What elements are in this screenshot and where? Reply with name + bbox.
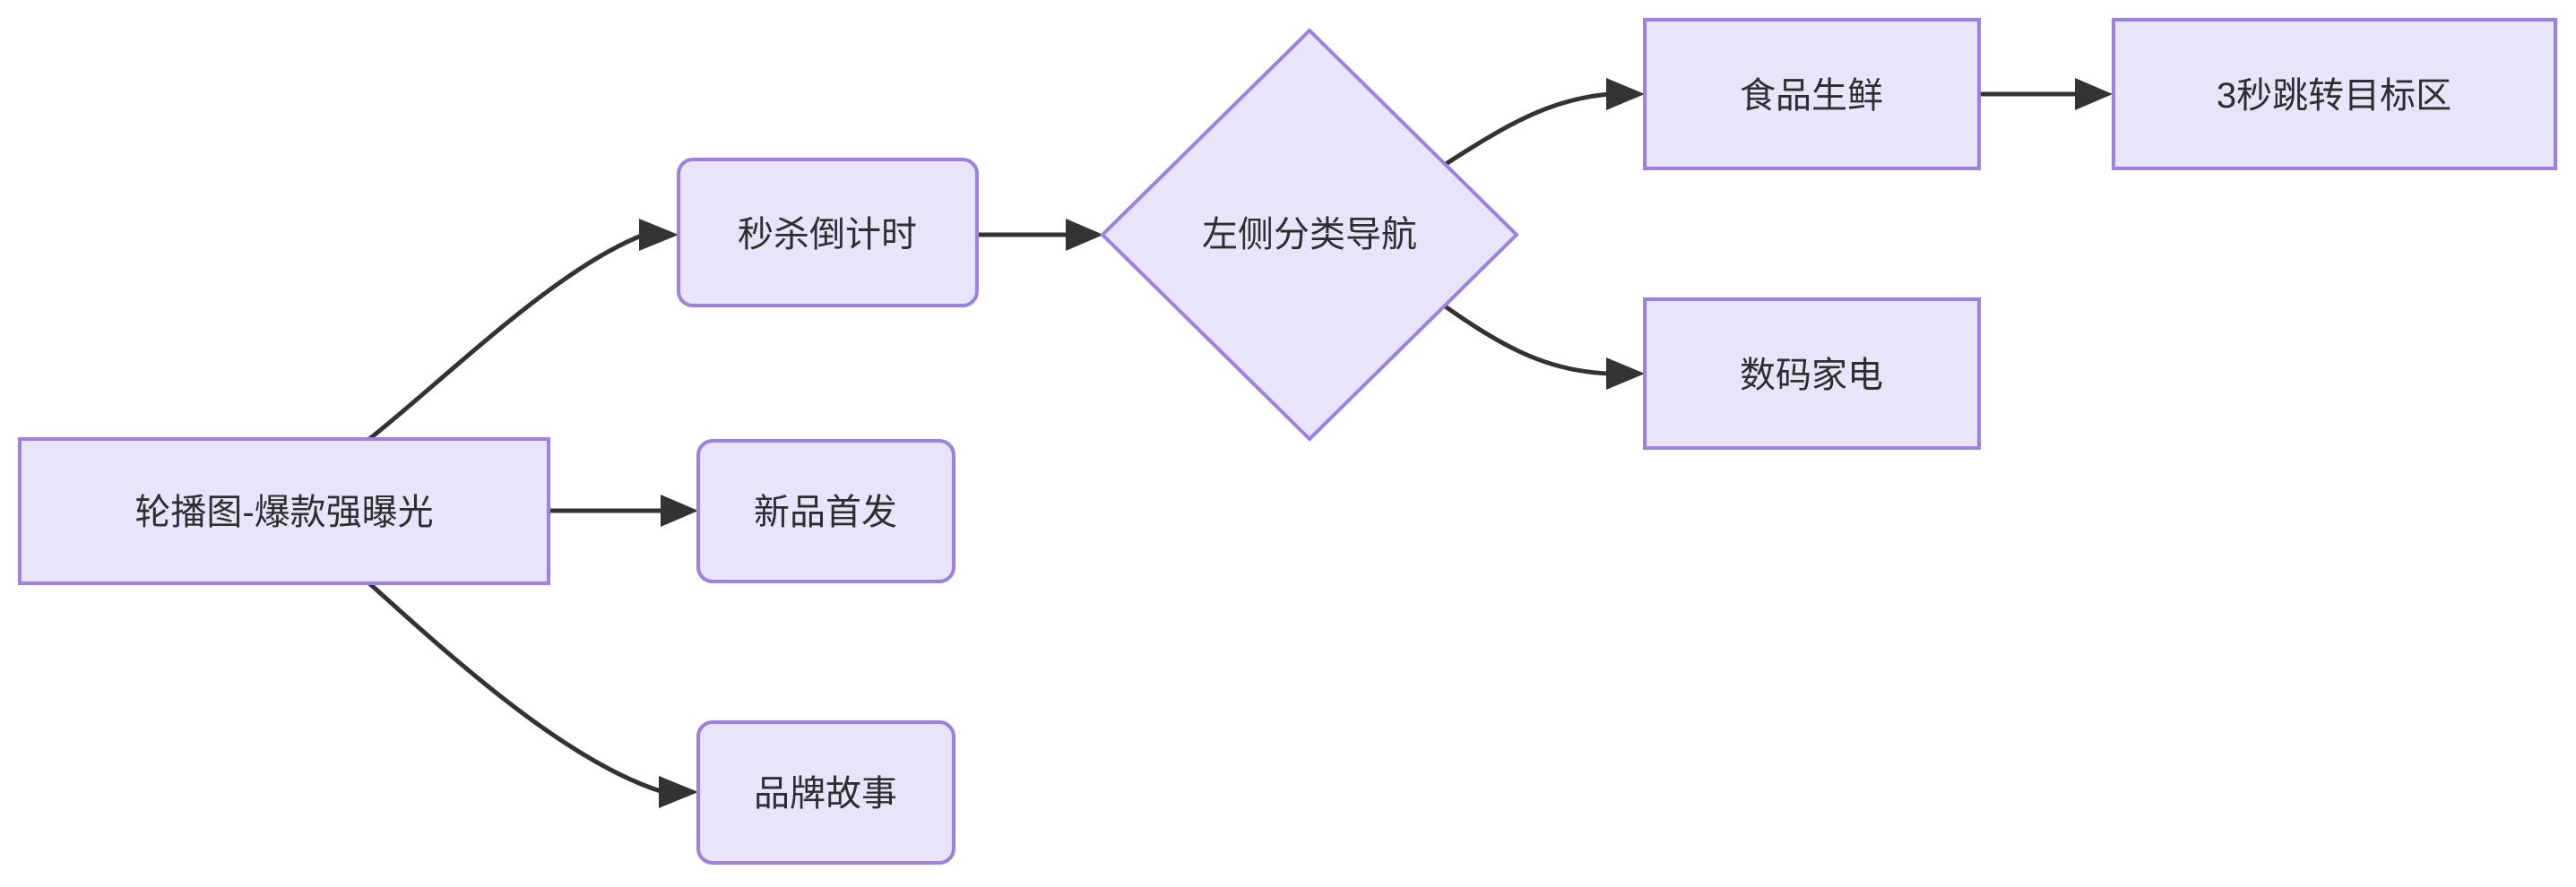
- arrowhead-icon: [1606, 78, 1645, 110]
- edge-line: [1444, 91, 1612, 167]
- edge-banner-to-newproduct[interactable]: [549, 495, 698, 527]
- node-banner-shape: [18, 437, 550, 585]
- edge-line: [367, 232, 644, 441]
- arrowhead-icon: [639, 219, 679, 251]
- node-foodfresh-shape: [1643, 18, 1981, 170]
- node-newproduct-shape: [696, 439, 955, 583]
- edge-categorynav-to-foodfresh[interactable]: [1444, 78, 1645, 167]
- node-layer: 轮播图-爆款强曝光 秒杀倒计时 新品首发 品牌故事 左侧分类导航: [18, 18, 2557, 865]
- edge-banner-to-brandstory[interactable]: [367, 581, 698, 808]
- node-jumptarget-label: 3秒跳转目标区: [2217, 76, 2451, 116]
- node-categorynav-shape: [1100, 28, 1519, 442]
- node-brandstory-label: 品牌故事: [754, 774, 897, 814]
- node-brandstory[interactable]: 品牌故事: [696, 720, 955, 865]
- node-foodfresh-label: 食品生鲜: [1740, 76, 1883, 116]
- edge-categorynav-to-digitalappliance[interactable]: [1442, 303, 1645, 390]
- node-digitalappliance-shape: [1643, 297, 1981, 450]
- edge-line: [1442, 303, 1612, 376]
- edge-banner-to-flashsale[interactable]: [367, 219, 679, 441]
- arrowhead-icon: [659, 776, 698, 808]
- node-banner[interactable]: 轮播图-爆款强曝光: [18, 437, 550, 585]
- node-banner-label: 轮播图-爆款强曝光: [134, 493, 433, 532]
- node-foodfresh[interactable]: 食品生鲜: [1643, 18, 1981, 170]
- arrowhead-icon: [1606, 357, 1645, 390]
- node-categorynav[interactable]: 左侧分类导航: [1100, 28, 1519, 442]
- arrowhead-icon: [1066, 219, 1103, 251]
- node-digitalappliance-label: 数码家电: [1740, 356, 1883, 395]
- node-flashsale[interactable]: 秒杀倒计时: [677, 158, 979, 307]
- node-digitalappliance[interactable]: 数码家电: [1643, 297, 1981, 450]
- edge-layer: [367, 78, 2113, 808]
- node-flashsale-label: 秒杀倒计时: [738, 215, 917, 254]
- edge-flashsale-to-categorynav[interactable]: [977, 219, 1103, 251]
- node-brandstory-shape: [696, 720, 955, 865]
- node-categorynav-label: 左侧分类导航: [1202, 215, 1417, 254]
- node-newproduct[interactable]: 新品首发: [696, 439, 955, 583]
- arrowhead-icon: [661, 495, 698, 527]
- node-jumptarget[interactable]: 3秒跳转目标区: [2112, 18, 2557, 170]
- arrowhead-icon: [2075, 78, 2113, 110]
- node-flashsale-shape: [677, 158, 979, 307]
- node-jumptarget-shape: [2112, 18, 2557, 170]
- edge-line: [367, 581, 664, 795]
- edge-foodfresh-to-jumptarget[interactable]: [1979, 78, 2113, 110]
- node-newproduct-label: 新品首发: [754, 493, 897, 532]
